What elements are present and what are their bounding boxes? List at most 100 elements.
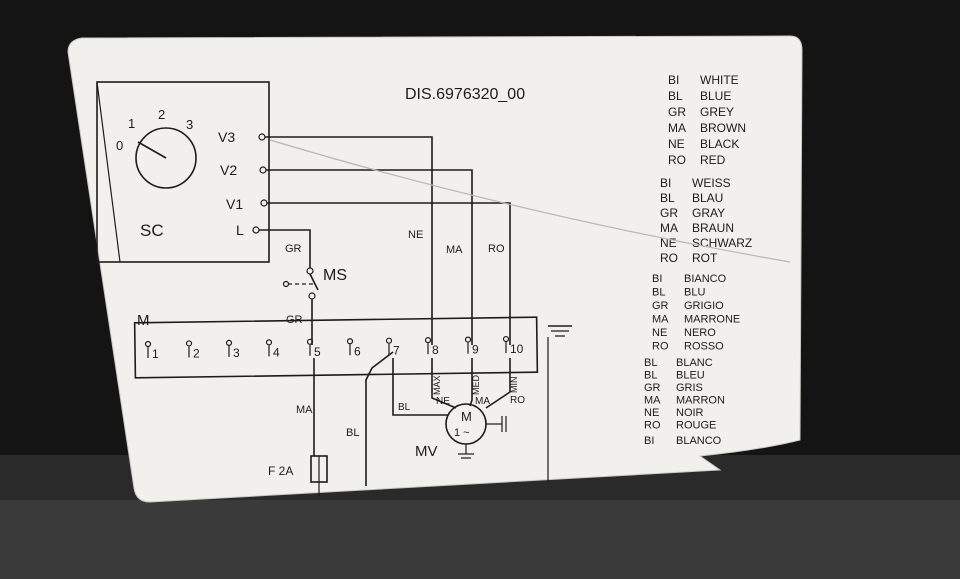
legend-color-name: WHITE <box>700 73 739 87</box>
switch-position-1: 1 <box>128 116 135 131</box>
microswitch-label: MS <box>323 267 347 284</box>
legend-code: RO <box>652 341 669 353</box>
legend-color-name: ROSSO <box>684 341 724 353</box>
legend-code: BL <box>660 191 675 205</box>
terminal-number: 9 <box>472 343 479 357</box>
terminal-dot <box>144 340 152 348</box>
switch-terminal-l: L <box>236 222 244 238</box>
legend-color-name: BLEU <box>676 370 705 382</box>
wire-label-motor-ne: NE <box>436 396 450 407</box>
switch-dial-pointer <box>137 141 167 159</box>
wire-motor-min <box>485 358 511 409</box>
terminal-dot <box>424 337 432 344</box>
legend-color-name: GRAY <box>692 206 725 220</box>
fuse-label: F 2A <box>268 464 293 478</box>
legend-color-name: SCHWARZ <box>692 236 752 250</box>
terminal-2: 2 <box>185 340 200 360</box>
legend-entry: RO ROUGE <box>644 420 716 432</box>
wire-bl-down <box>365 351 394 486</box>
switch-position-2: 2 <box>158 107 165 122</box>
terminal-dot <box>502 335 510 343</box>
sticker-crease <box>269 139 791 263</box>
wire-motor-max <box>431 358 457 409</box>
terminal-9: 9 <box>464 336 479 357</box>
terminal-1: 1 <box>144 340 159 361</box>
legend-entry: GR GRAY <box>660 206 725 220</box>
terminal-4: 4 <box>265 339 280 359</box>
legend-entry: BL BLUE <box>668 89 731 103</box>
legend-color-name: GREY <box>700 105 734 119</box>
motor-speed-min: MIN <box>509 377 519 394</box>
legend-code: NE <box>652 327 667 339</box>
wire-l-gr <box>259 229 311 268</box>
ms-switch-blade <box>309 273 319 291</box>
legend-code: GR <box>644 382 661 394</box>
legend-color-name: RED <box>700 153 726 167</box>
housing-bottom-strip <box>0 500 960 579</box>
wire-label-motor-ro: RO <box>510 395 525 406</box>
wire-label-gr-top: GR <box>285 243 302 255</box>
legend-code: MA <box>660 221 678 235</box>
terminal-5: 5 <box>306 338 321 359</box>
switch-terminal-v1: V1 <box>226 196 243 212</box>
legend-color-name: BLU <box>684 287 705 299</box>
terminal-dot <box>385 337 393 344</box>
legend-code: BL <box>668 89 683 103</box>
wire-label-motor-bl: BL <box>398 402 411 413</box>
switch-terminal-v3: V3 <box>218 129 235 145</box>
legend-color-name: ROUGE <box>676 420 716 432</box>
motor-name: MV <box>415 443 438 460</box>
legend-code: GR <box>660 206 678 220</box>
ms-actuator-end <box>282 280 290 288</box>
wire-motor-bl <box>392 358 448 416</box>
switch-box-inner-line <box>96 81 121 263</box>
legend-color-name: BLUE <box>700 89 731 103</box>
legend-code: GR <box>652 300 669 312</box>
terminal-number: 4 <box>273 345 280 359</box>
legend-code: BI <box>660 176 671 190</box>
terminal-dot <box>346 338 354 345</box>
terminal-3: 3 <box>225 339 240 360</box>
legend-color-name: NERO <box>684 327 716 339</box>
legend-color-name: BLANC <box>676 357 713 369</box>
drawing-number: DIS.6976320_00 <box>405 86 525 103</box>
legend-code: BI <box>652 273 662 285</box>
motor-phase: 1 ~ <box>454 427 470 439</box>
wire-label-ma-left: MA <box>296 404 313 416</box>
legend-color-name: BLAU <box>692 191 723 205</box>
switch-label: SC <box>140 221 164 240</box>
terminal-dot <box>464 336 472 343</box>
legend-code: RO <box>660 251 678 265</box>
terminal-dot <box>225 339 233 346</box>
terminal-dot <box>185 340 193 347</box>
terminal-number: 3 <box>233 346 240 360</box>
legend-code: BI <box>668 73 679 87</box>
legend-entry: RO ROSSO <box>652 341 724 353</box>
legend-code: BL <box>644 357 657 369</box>
terminal-number: 7 <box>393 344 400 358</box>
legend-code: RO <box>644 420 661 432</box>
switch-position-3: 3 <box>186 117 193 132</box>
legend-color-name: MARRONE <box>684 314 740 326</box>
terminal-10: 10 <box>502 335 524 356</box>
terminal-8: 8 <box>424 337 439 357</box>
legend-entry: BL BLAU <box>660 191 723 205</box>
motor-speed-max: MAX <box>432 375 442 395</box>
terminal-number: 2 <box>193 346 200 360</box>
motor-label: M <box>461 409 472 424</box>
legend-entry: NE NERO <box>652 327 716 339</box>
legend-code: NE <box>668 137 685 151</box>
